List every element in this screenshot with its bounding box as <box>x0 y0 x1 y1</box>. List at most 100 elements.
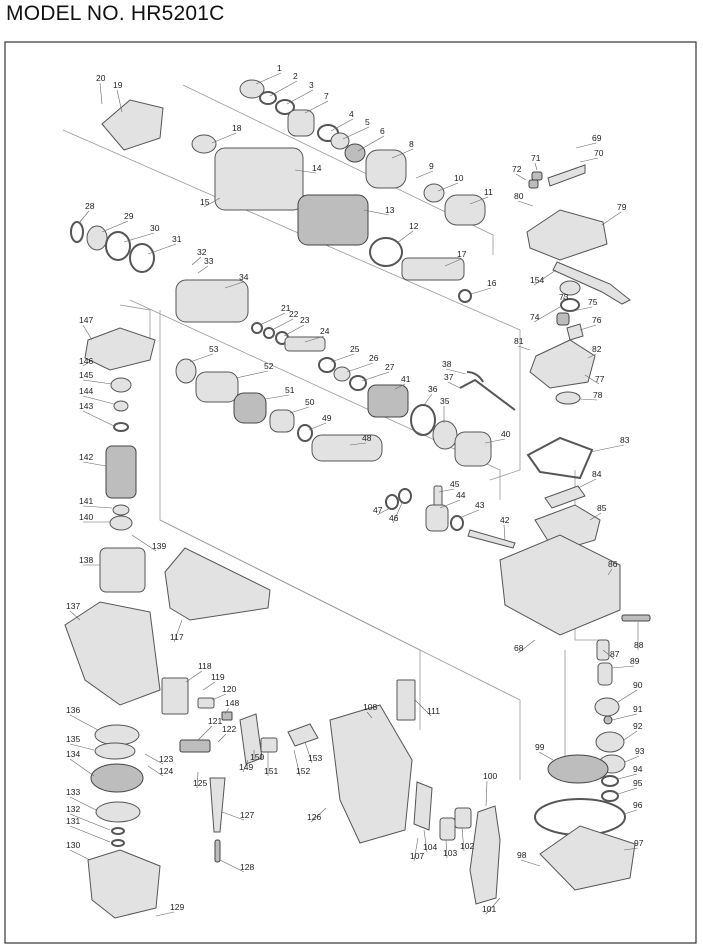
part-shape-21 <box>251 322 263 334</box>
part-shape-27 <box>349 375 367 391</box>
part-shape-151 <box>260 737 278 753</box>
part-label-93: 93 <box>635 746 645 756</box>
leader-line-119 <box>202 681 216 691</box>
leader-line-136 <box>69 714 99 731</box>
leader-line-72 <box>515 173 527 181</box>
part-shape-102 <box>454 807 472 829</box>
leader-line-96 <box>623 809 638 815</box>
part-label-117: 117 <box>170 632 184 642</box>
leader-line-152 <box>293 749 301 777</box>
leader-line-85 <box>589 512 602 521</box>
leader-line-107 <box>413 837 419 862</box>
part-label-92: 92 <box>633 721 643 731</box>
part-label-46: 46 <box>389 513 399 523</box>
leader-line-139 <box>131 534 157 552</box>
part-shape-40 <box>454 431 492 467</box>
part-label-82: 82 <box>592 344 602 354</box>
leader-line-147 <box>82 324 93 341</box>
leader-line-51 <box>264 394 290 400</box>
part-shape-92 <box>595 731 625 753</box>
part-label-12: 12 <box>409 221 419 231</box>
leader-line-52 <box>235 370 269 379</box>
part-label-96: 96 <box>633 800 643 810</box>
leader-line-133 <box>69 796 97 811</box>
part-label-107: 107 <box>410 851 424 861</box>
part-shape-104 <box>413 781 433 831</box>
part-shape-89 <box>597 662 613 686</box>
part-shape-79 <box>526 209 608 261</box>
part-label-17: 17 <box>457 249 467 259</box>
leader-line-14 <box>294 169 317 174</box>
part-shape-46 <box>398 488 412 504</box>
leader-line-69 <box>575 142 597 149</box>
part-shape-100 <box>469 805 501 905</box>
part-shape-135 <box>94 742 136 760</box>
part-label-50: 50 <box>305 397 315 407</box>
leader-line-31 <box>147 243 177 255</box>
leader-line-41 <box>394 383 406 390</box>
part-label-79: 79 <box>617 202 627 212</box>
leader-line-19 <box>116 89 123 113</box>
part-shape-22 <box>263 327 275 339</box>
leader-line-12 <box>396 230 414 244</box>
part-shape-38 <box>466 371 484 383</box>
leader-line-1 <box>255 72 282 85</box>
part-label-146: 146 <box>79 356 93 366</box>
part-label-25: 25 <box>350 344 360 354</box>
leader-line-34 <box>224 281 244 289</box>
part-label-152: 152 <box>296 766 310 776</box>
part-shape-1 <box>239 79 265 99</box>
leader-line-53 <box>189 353 214 363</box>
part-shape-120 <box>197 697 215 709</box>
leader-line-78 <box>579 398 598 401</box>
part-shape-84 <box>544 485 586 509</box>
leader-line-120 <box>211 693 227 701</box>
part-label-8: 8 <box>409 139 414 149</box>
part-label-77: 77 <box>595 374 605 384</box>
part-label-100: 100 <box>483 771 497 781</box>
leader-line-5 <box>342 126 370 140</box>
leader-line-74 <box>533 306 561 323</box>
part-shape-134 <box>90 763 144 793</box>
leader-line-104 <box>423 829 428 853</box>
part-label-40: 40 <box>501 429 511 439</box>
part-label-98: 98 <box>517 850 527 860</box>
part-shape-29 <box>86 225 108 251</box>
part-label-49: 49 <box>322 413 332 423</box>
part-label-143: 143 <box>79 401 93 411</box>
part-label-20: 20 <box>96 73 106 83</box>
leader-line-45 <box>438 488 455 493</box>
part-label-127: 127 <box>240 810 254 820</box>
part-label-149: 149 <box>239 762 253 772</box>
part-label-19: 19 <box>113 80 123 90</box>
part-label-137: 137 <box>66 601 80 611</box>
part-shape-111 <box>396 679 416 721</box>
leader-line-97 <box>623 847 639 851</box>
part-shape-73 <box>559 280 581 296</box>
part-label-51: 51 <box>285 385 295 395</box>
part-label-89: 89 <box>630 656 640 666</box>
part-shape-35 <box>432 420 458 450</box>
part-shape-143 <box>113 422 129 432</box>
part-shape-45 <box>433 485 443 507</box>
leader-line-22 <box>271 318 294 331</box>
part-shape-82 <box>529 339 596 389</box>
part-shape-130 <box>87 849 161 919</box>
part-shape-47 <box>385 494 399 510</box>
part-label-133: 133 <box>66 787 80 797</box>
part-label-76: 76 <box>592 315 602 325</box>
part-shape-43 <box>450 515 464 531</box>
leader-line-130 <box>69 849 91 861</box>
part-label-37: 37 <box>444 372 454 382</box>
part-labels: 1234567891011121314151617181920212223242… <box>66 63 645 917</box>
leader-line-102 <box>461 827 465 852</box>
part-shape-136 <box>94 724 140 746</box>
part-label-35: 35 <box>440 396 450 406</box>
part-shape-14 <box>214 147 304 211</box>
part-label-75: 75 <box>588 297 598 307</box>
leader-line-94 <box>617 773 638 780</box>
leader-line-42 <box>503 524 506 541</box>
part-shape-97 <box>539 825 636 891</box>
part-label-18: 18 <box>232 123 242 133</box>
part-shape-118 <box>161 677 189 715</box>
